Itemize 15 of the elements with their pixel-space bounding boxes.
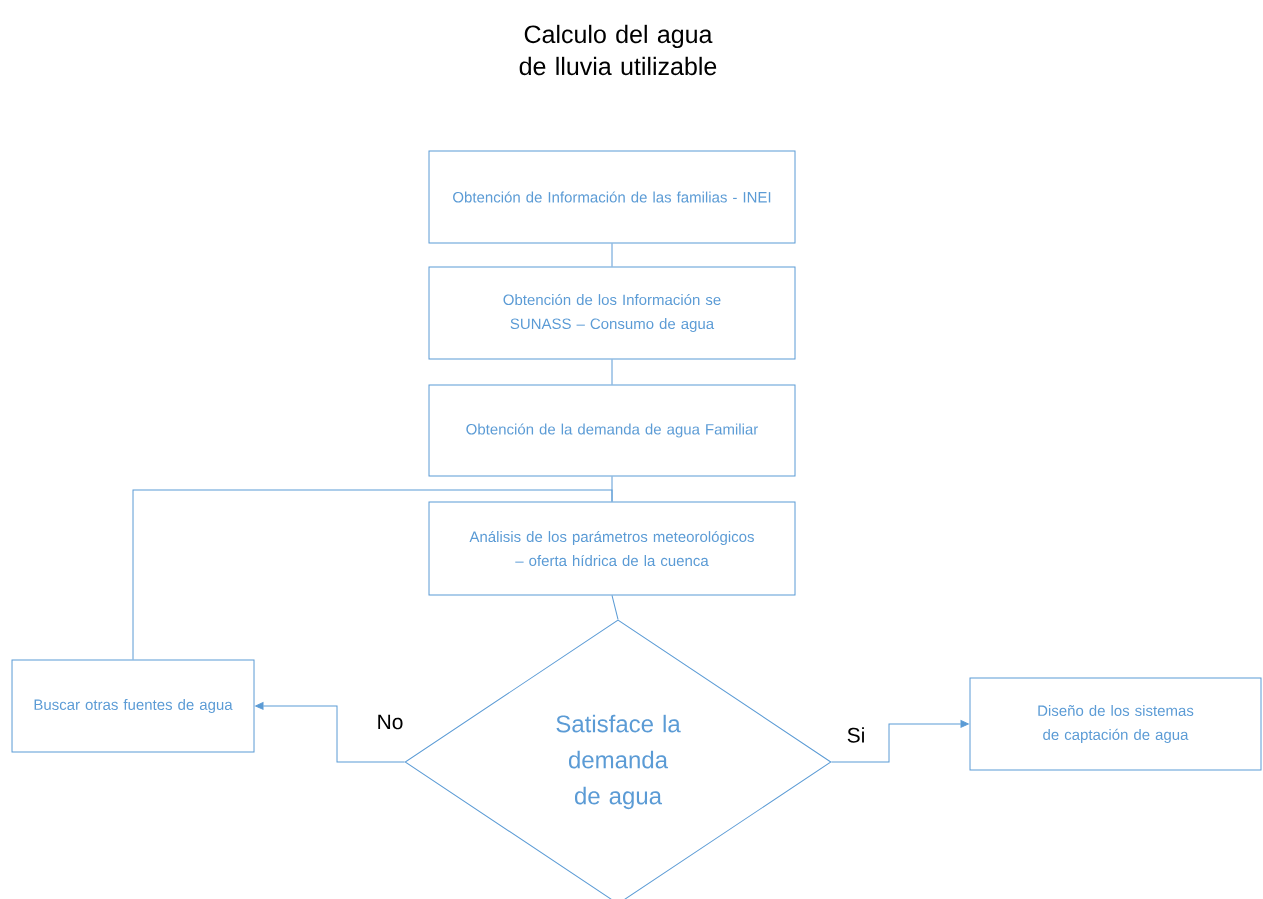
title: Calculo del agua de lluvia utilizable: [519, 24, 717, 76]
connector: [831, 720, 969, 763]
connector: [255, 702, 405, 763]
process-box: Buscar otras fuentes de agua: [11, 659, 255, 753]
process-box: Análisis de los parámetros meteorológicos – oferta hídrica de la cuenca: [428, 501, 796, 596]
connector: [611, 595, 619, 620]
connector: [611, 243, 613, 267]
edge-label: Si: [847, 727, 864, 743]
edge-label: No: [378, 714, 403, 730]
process-box: Obtención de Información de las familias - INEI: [428, 150, 796, 244]
process-box: Diseño de los sistemas de captación de agua: [969, 677, 1262, 771]
process-box: Obtención de los Información se SUNASS – Consumo de agua: [428, 266, 796, 360]
connector: [611, 359, 613, 385]
connector: [132, 489, 613, 660]
process-box: Obtención de la demanda de agua Familiar: [428, 384, 796, 477]
